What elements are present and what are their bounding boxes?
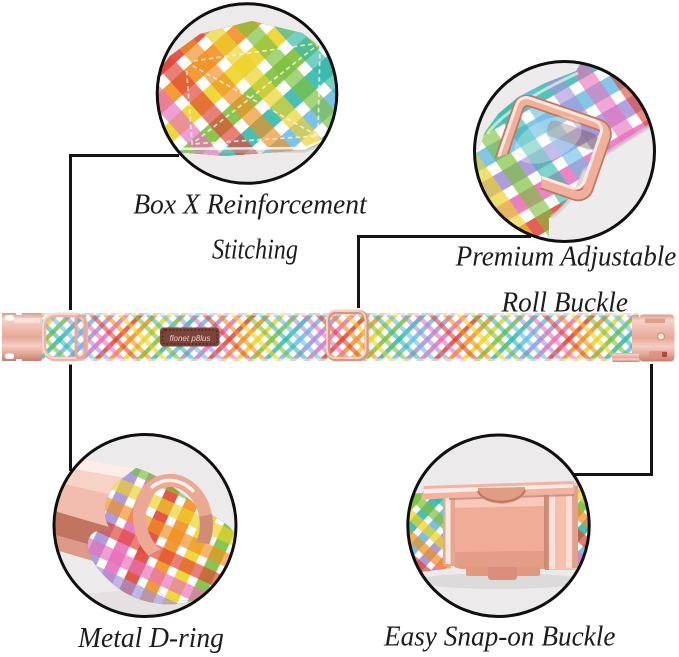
svg-text:Roll Buckle: Roll Buckle: [500, 287, 627, 318]
svg-text:flonet p8lus: flonet p8lus: [170, 334, 211, 343]
svg-text:Easy Snap-on Buckle: Easy Snap-on Buckle: [383, 622, 615, 653]
svg-text:Premium Adjustable: Premium Adjustable: [455, 241, 677, 272]
svg-text:Metal D-ring: Metal D-ring: [77, 623, 224, 654]
svg-text:Box X Reinforcement: Box X Reinforcement: [133, 190, 368, 221]
svg-text:Stitching: Stitching: [212, 235, 298, 266]
